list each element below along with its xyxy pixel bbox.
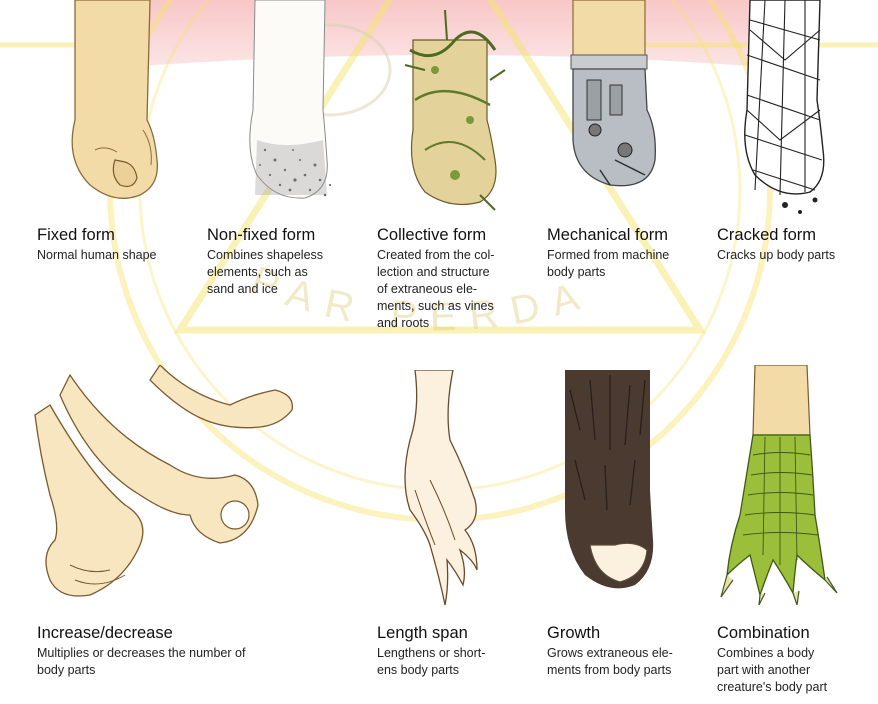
caption-fixed-form: Fixed form Normal human shape: [37, 226, 202, 264]
caption-title: Non-fixed form: [207, 226, 372, 245]
caption-collective-form: Collective form Created from the col-lec…: [377, 226, 542, 332]
caption-desc: Multiplies or decreases the number ofbod…: [37, 645, 367, 679]
caption-title: Combination: [717, 624, 877, 643]
caption-desc: Combines shapelesselements, such assand …: [207, 247, 372, 298]
caption-growth: Growth Grows extraneous ele-ments from b…: [547, 624, 712, 679]
caption-desc: Normal human shape: [37, 247, 202, 264]
fixed-form-hand-icon: [55, 0, 185, 215]
caption-desc: Grows extraneous ele-ments from body par…: [547, 645, 712, 679]
caption-title: Cracked form: [717, 226, 877, 245]
cracked-form-hand-icon: [725, 0, 845, 220]
caption-title: Fixed form: [37, 226, 202, 245]
caption-desc: Formed from machinebody parts: [547, 247, 712, 281]
caption-mechanical-form: Mechanical form Formed from machinebody …: [547, 226, 712, 281]
mechanical-form-hand-icon: [555, 0, 675, 200]
caption-title: Growth: [547, 624, 712, 643]
caption-non-fixed-form: Non-fixed form Combines shapelesselement…: [207, 226, 372, 298]
collective-form-hand-icon: [395, 10, 515, 215]
caption-cracked-form: Cracked form Cracks up body parts: [717, 226, 877, 264]
caption-combination: Combination Combines a bodypart with ano…: [717, 624, 877, 696]
caption-title: Length span: [377, 624, 542, 643]
non-fixed-form-hand-icon: [235, 0, 345, 210]
caption-title: Increase/decrease: [37, 624, 367, 643]
growth-hand-icon: [555, 370, 665, 605]
increase-decrease-hands-icon: [30, 365, 350, 610]
caption-title: Collective form: [377, 226, 542, 245]
caption-desc: Lengthens or short-ens body parts: [377, 645, 542, 679]
caption-length-span: Length span Lengthens or short-ens body …: [377, 624, 542, 679]
caption-desc: Created from the col-lection and structu…: [377, 247, 542, 332]
caption-desc: Combines a bodypart with anothercreature…: [717, 645, 877, 696]
length-span-hand-icon: [385, 370, 495, 610]
caption-increase-decrease: Increase/decrease Multiplies or decrease…: [37, 624, 367, 679]
caption-title: Mechanical form: [547, 226, 712, 245]
caption-desc: Cracks up body parts: [717, 247, 877, 264]
combination-claw-icon: [715, 365, 845, 605]
